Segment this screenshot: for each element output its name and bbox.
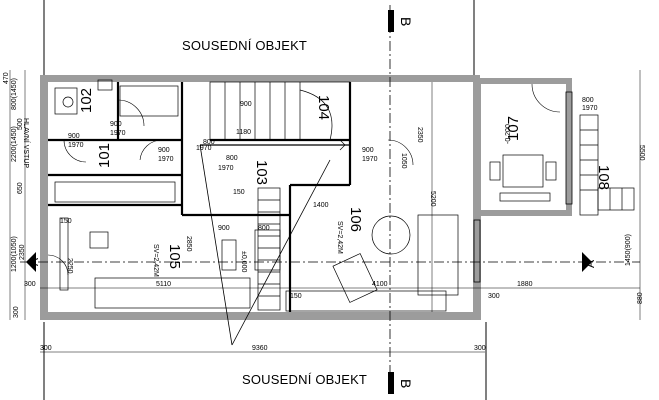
outer-walls xyxy=(40,75,572,320)
dim-1970d: 1970 xyxy=(218,165,234,172)
dim-900a: 900 xyxy=(68,133,80,140)
stair-exterior xyxy=(579,114,635,216)
dim-9360: 9360 xyxy=(252,345,268,352)
entry-label: HLAVNÍ VSTUP xyxy=(22,118,31,168)
section-arrow-left-label: A xyxy=(27,258,41,266)
dim-800r: 800 xyxy=(582,97,594,104)
room-105-note: SV=2,42M xyxy=(152,244,159,277)
dim-5110: 5110 xyxy=(156,281,171,288)
stair-103 xyxy=(200,81,351,151)
room-101: 101 xyxy=(96,143,113,168)
dim-800a: 800 xyxy=(226,155,238,162)
dim-1050: 1050 xyxy=(400,153,407,169)
section-lines xyxy=(20,5,640,395)
dim-left-470: 470 xyxy=(3,72,10,84)
room-103: 103 xyxy=(253,160,270,185)
section-arrow-right-label: A xyxy=(583,260,597,268)
dim-4100: 4100 xyxy=(372,281,388,288)
dim-880: 880 xyxy=(637,292,644,304)
dim-900d: 900 xyxy=(362,147,374,154)
dim-300b: 300 xyxy=(488,293,500,300)
room-105: 105 xyxy=(166,244,183,269)
neighbor-label-top: SOUSEDNÍ OBJEKT xyxy=(182,38,307,53)
section-mark-bottom: B xyxy=(388,372,414,394)
interior-walls xyxy=(48,82,352,312)
dim-2250: 2250 xyxy=(66,258,73,274)
dim-5500: 5500 xyxy=(638,145,645,161)
dim-800c: 800 xyxy=(258,225,270,232)
dim-left-500: 500 xyxy=(17,118,24,130)
dim-1970r: 1970 xyxy=(582,105,598,112)
dim-800b: 800 xyxy=(203,139,215,146)
dim-left-800: 800(1450) xyxy=(11,78,18,110)
dim-300d: 300 xyxy=(474,345,486,352)
dim-5200: 5200 xyxy=(429,191,436,207)
dim-900b: 900 xyxy=(110,121,122,128)
section-mark-top-label: B xyxy=(398,17,414,26)
dim-1880: 1880 xyxy=(517,281,533,288)
dim-left-1200: 1200(1050) xyxy=(11,236,18,272)
room-106: 106 xyxy=(347,207,364,232)
stair-side xyxy=(257,187,281,311)
dim-2850: 2850 xyxy=(185,236,192,252)
dim-1970f: 1970 xyxy=(196,145,212,152)
dim-1450: 1450(900) xyxy=(625,234,632,266)
dim-300a: 300 xyxy=(24,281,36,288)
dim-900s: 900 xyxy=(240,101,252,108)
dim-1180: 1180 xyxy=(236,129,251,136)
dim-150a: 150 xyxy=(60,218,72,225)
dim-1400: 1400 xyxy=(313,202,329,209)
dim-1970a: 1970 xyxy=(68,142,84,149)
door-swings xyxy=(47,83,561,276)
window-right xyxy=(473,91,573,283)
room-104: 104 xyxy=(315,95,332,120)
dim-900e: 900 xyxy=(218,225,230,232)
dim-left-2350: 2350 xyxy=(19,244,26,260)
dim-1970c: 1970 xyxy=(158,156,174,163)
section-arrow-left: A xyxy=(26,252,41,272)
dim-900c: 900 xyxy=(158,147,170,154)
dim-1970b: 1970 xyxy=(110,130,126,137)
dim-150c: 150 xyxy=(290,293,302,300)
section-mark-top: B xyxy=(388,10,414,32)
room-106-note: SV=2,42M xyxy=(336,221,343,254)
dim-2350: 2350 xyxy=(416,127,423,143)
level-mark: ±0,000 xyxy=(240,251,247,272)
furniture xyxy=(54,79,557,312)
dim-left-650: 650 xyxy=(17,182,24,194)
room-107-level: -0,200 xyxy=(505,124,512,144)
neighbor-building-bottom xyxy=(43,322,487,400)
dim-1970e: 1970 xyxy=(362,156,378,163)
dim-left-2200: 2200(1450) xyxy=(11,126,18,162)
dimension-lines xyxy=(9,70,641,353)
section-arrow-right: A xyxy=(582,252,597,272)
room-102: 102 xyxy=(78,88,95,113)
dim-300c: 300 xyxy=(40,345,52,352)
room-107: 107 xyxy=(505,116,522,141)
dim-150b: 150 xyxy=(233,189,245,196)
room-108: 108 xyxy=(595,165,612,190)
neighbor-label-bottom: SOUSEDNÍ OBJEKT xyxy=(242,372,367,387)
level-mark-box xyxy=(221,239,237,271)
section-mark-bottom-label: B xyxy=(398,379,414,388)
dim-left-300: 300 xyxy=(13,306,20,318)
